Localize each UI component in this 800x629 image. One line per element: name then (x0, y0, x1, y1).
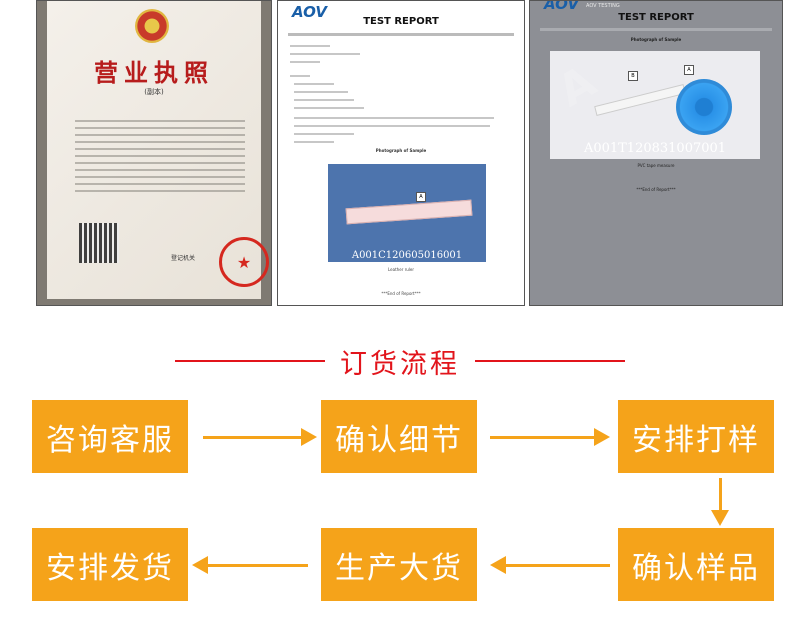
arrow-left-icon (192, 556, 308, 574)
report-title: TEST REPORT (363, 16, 439, 27)
end-of-report: ***End of Report*** (636, 187, 676, 192)
license-paper: 营业执照 (副本) 登记机关 ★ (47, 1, 269, 299)
license-subtitle: (副本) (144, 88, 164, 96)
arrow-right-icon (203, 428, 317, 446)
step-confirm-sample: 确认样品 (618, 528, 774, 601)
qr-code-icon (79, 223, 119, 263)
photo-caption: Photograph of Sample (630, 37, 682, 42)
sample-name: PVC tape measure (637, 163, 675, 168)
title-rule-left (175, 360, 325, 362)
license-text-lines (75, 115, 245, 197)
marker-a-icon: A (416, 192, 426, 202)
sample-id: A001C120605016001 (351, 250, 463, 261)
test-report-tape-measure: AOV AOV TESTING TEST REPORT Photograph o… (529, 0, 783, 306)
national-emblem-icon (135, 9, 169, 43)
license-title: 营业执照 (94, 58, 214, 87)
registration-authority-label: 登记机关 (171, 255, 196, 262)
end-of-report: ***End of Report*** (381, 291, 421, 296)
title-rule-right (475, 360, 625, 362)
report-meta-line (288, 33, 514, 36)
step-shipping: 安排发货 (32, 528, 188, 601)
tape-strip-icon (594, 84, 686, 116)
arrow-right-icon (490, 428, 610, 446)
step-sampling: 安排打样 (618, 400, 774, 473)
arrow-left-icon (490, 556, 610, 574)
sample-id: A001T120831007001 (583, 141, 727, 156)
report-title: TEST REPORT (618, 12, 694, 23)
aov-logo: AOV (544, 0, 579, 13)
sample-photo: B A A001T120831007001 (550, 51, 760, 159)
arrow-down-icon (711, 478, 729, 526)
business-license-image: 营业执照 (副本) 登记机关 ★ (36, 0, 272, 306)
sample-name: Leather ruler (388, 267, 414, 272)
step-confirm-details: 确认细节 (321, 400, 477, 473)
marker-a-icon: A (684, 65, 694, 75)
step-mass-production: 生产大货 (321, 528, 477, 601)
aov-subtitle: AOV TESTING (586, 3, 620, 9)
report-meta-line (540, 28, 772, 31)
marker-b-icon: B (628, 71, 638, 81)
seal-star-icon: ★ (236, 253, 252, 272)
process-title: 订货流程 (340, 349, 460, 380)
official-seal-icon: ★ (219, 237, 269, 287)
leather-ruler-icon (345, 199, 473, 225)
test-report-leather-ruler: AOV TEST REPORT Photograph of Sample A A… (277, 0, 525, 306)
tape-measure-icon (676, 79, 732, 135)
step-consult: 咨询客服 (32, 400, 188, 473)
aov-logo: AOV (292, 3, 327, 21)
photo-caption: Photograph of Sample (375, 148, 427, 153)
sample-photo: A A001C120605016001 (328, 164, 486, 262)
